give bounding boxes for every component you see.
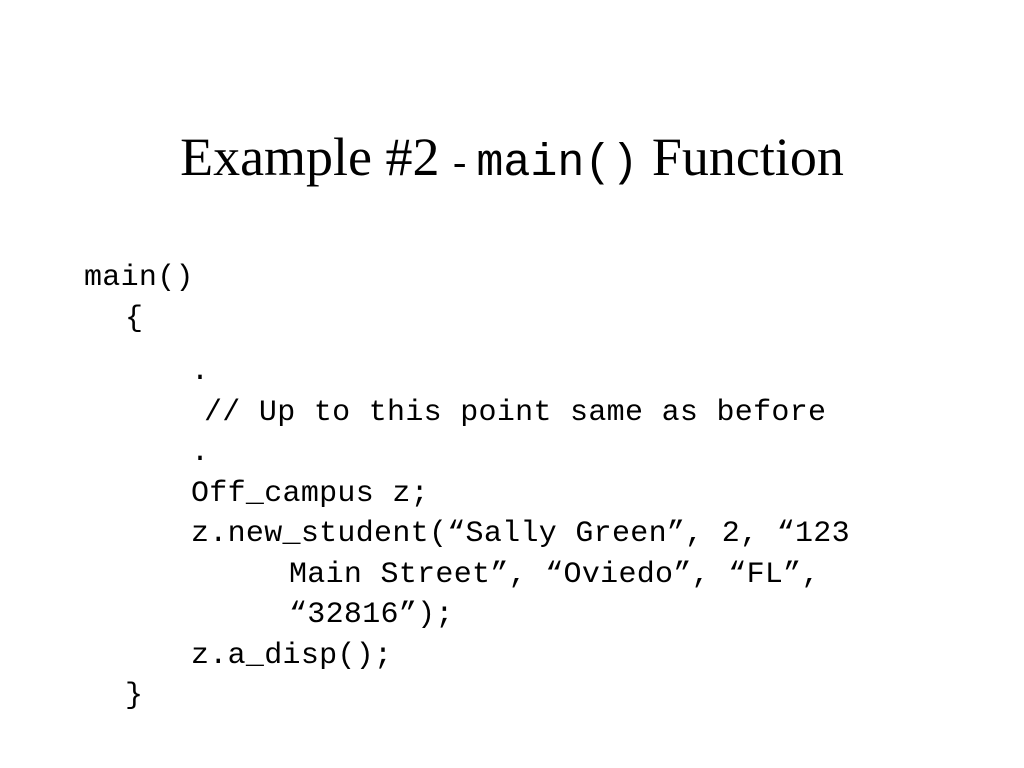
code-line: { (125, 301, 144, 336)
code-line: . (191, 436, 210, 470)
title-suffix: Function (638, 127, 844, 188)
code-line: // Up to this point same as before (204, 395, 827, 430)
code-line: z.a_disp(); (191, 638, 393, 673)
code-line: z.new_student(“Sally Green”, 2, “123 (191, 517, 850, 551)
code-line: main() (84, 261, 194, 295)
code-line: . (191, 355, 210, 389)
code-line: Main Street”, “Oviedo”, “FL”, (289, 557, 820, 592)
code-line: “32816”); (289, 598, 454, 632)
code-line: } (125, 679, 144, 713)
code-line: Off_campus z; (191, 476, 429, 511)
title-mono-main: main() (476, 138, 639, 190)
title-separator: - (453, 139, 477, 185)
code-line (84, 339, 984, 352)
title-prefix: Example #2 (180, 127, 454, 188)
page-title: Example #2 - main() Function (0, 126, 1024, 195)
code-block: main() {. // Up to this point same as befo… (84, 258, 984, 717)
